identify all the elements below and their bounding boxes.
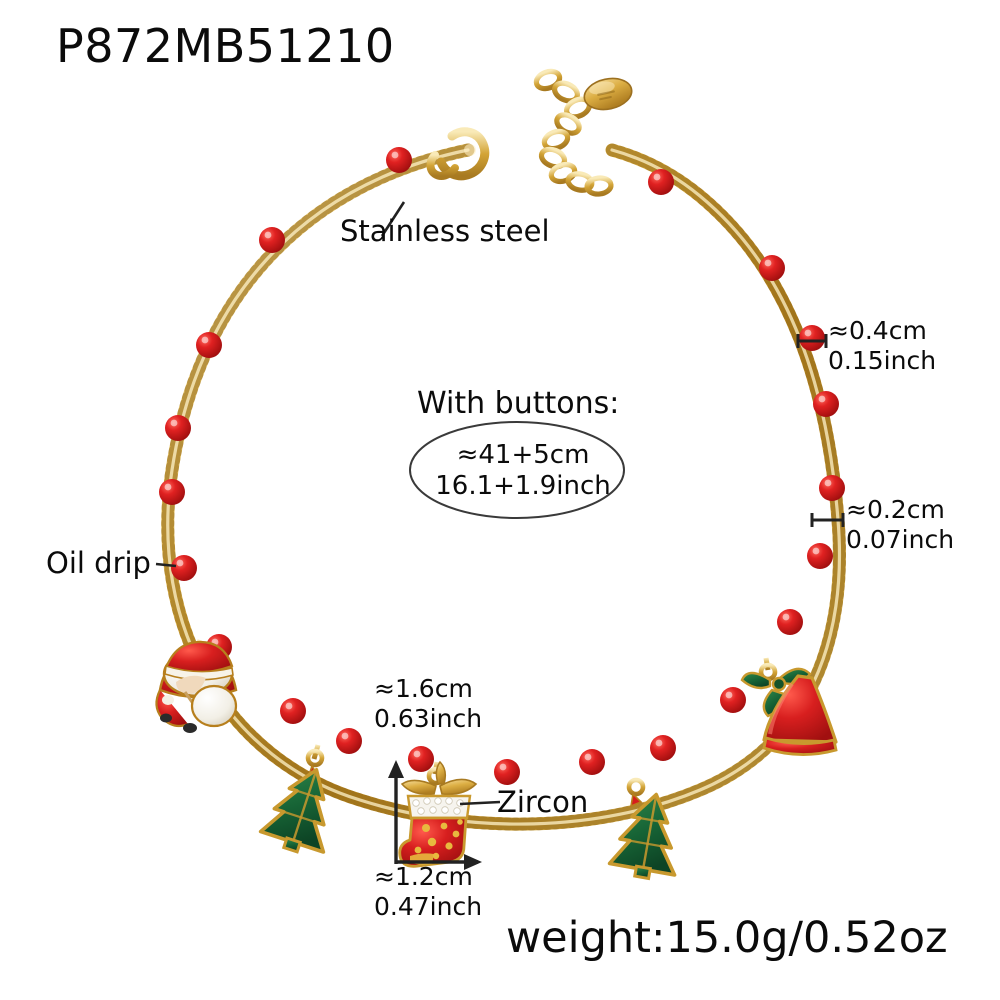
holly-bow (740, 667, 812, 718)
product-weight: weight:15.0g/0.52oz (506, 913, 948, 963)
dim-bracket-chain (810, 513, 845, 527)
charm-santa (155, 639, 238, 733)
dimension-bead-diameter: ≈0.4cm 0.15inch (828, 316, 937, 375)
brand-tag (583, 77, 633, 111)
product-sku: P872MB51210 (56, 19, 395, 73)
stocking-gold-leaves (400, 760, 478, 796)
charm-bell (740, 657, 838, 756)
annotation-lines (155, 201, 845, 870)
dimension-charm-height: ≈1.6cm 0.63inch (374, 674, 483, 733)
charm-tree-left (258, 744, 326, 854)
extender-chain (533, 68, 633, 197)
charm-tree-right (607, 772, 677, 881)
dim-bracket-bead (796, 334, 828, 348)
dimension-chain-width: ≈0.2cm 0.07inch (846, 495, 955, 554)
lobster-clasp (426, 127, 490, 181)
label-stainless-steel: Stainless steel (340, 214, 550, 248)
label-oil-drip: Oil drip (46, 546, 151, 580)
charm-stocking (398, 760, 478, 868)
dimension-charm-width: ≈1.2cm 0.47inch (374, 862, 483, 921)
leader-zircon (459, 800, 501, 806)
length-heading: With buttons: (417, 386, 620, 421)
length-value: ≈41+5cm 16.1+1.9inch (435, 440, 611, 501)
label-zircon: Zircon (497, 785, 589, 819)
dim-arrow-height (388, 760, 404, 864)
leader-oil-drip (155, 562, 177, 568)
